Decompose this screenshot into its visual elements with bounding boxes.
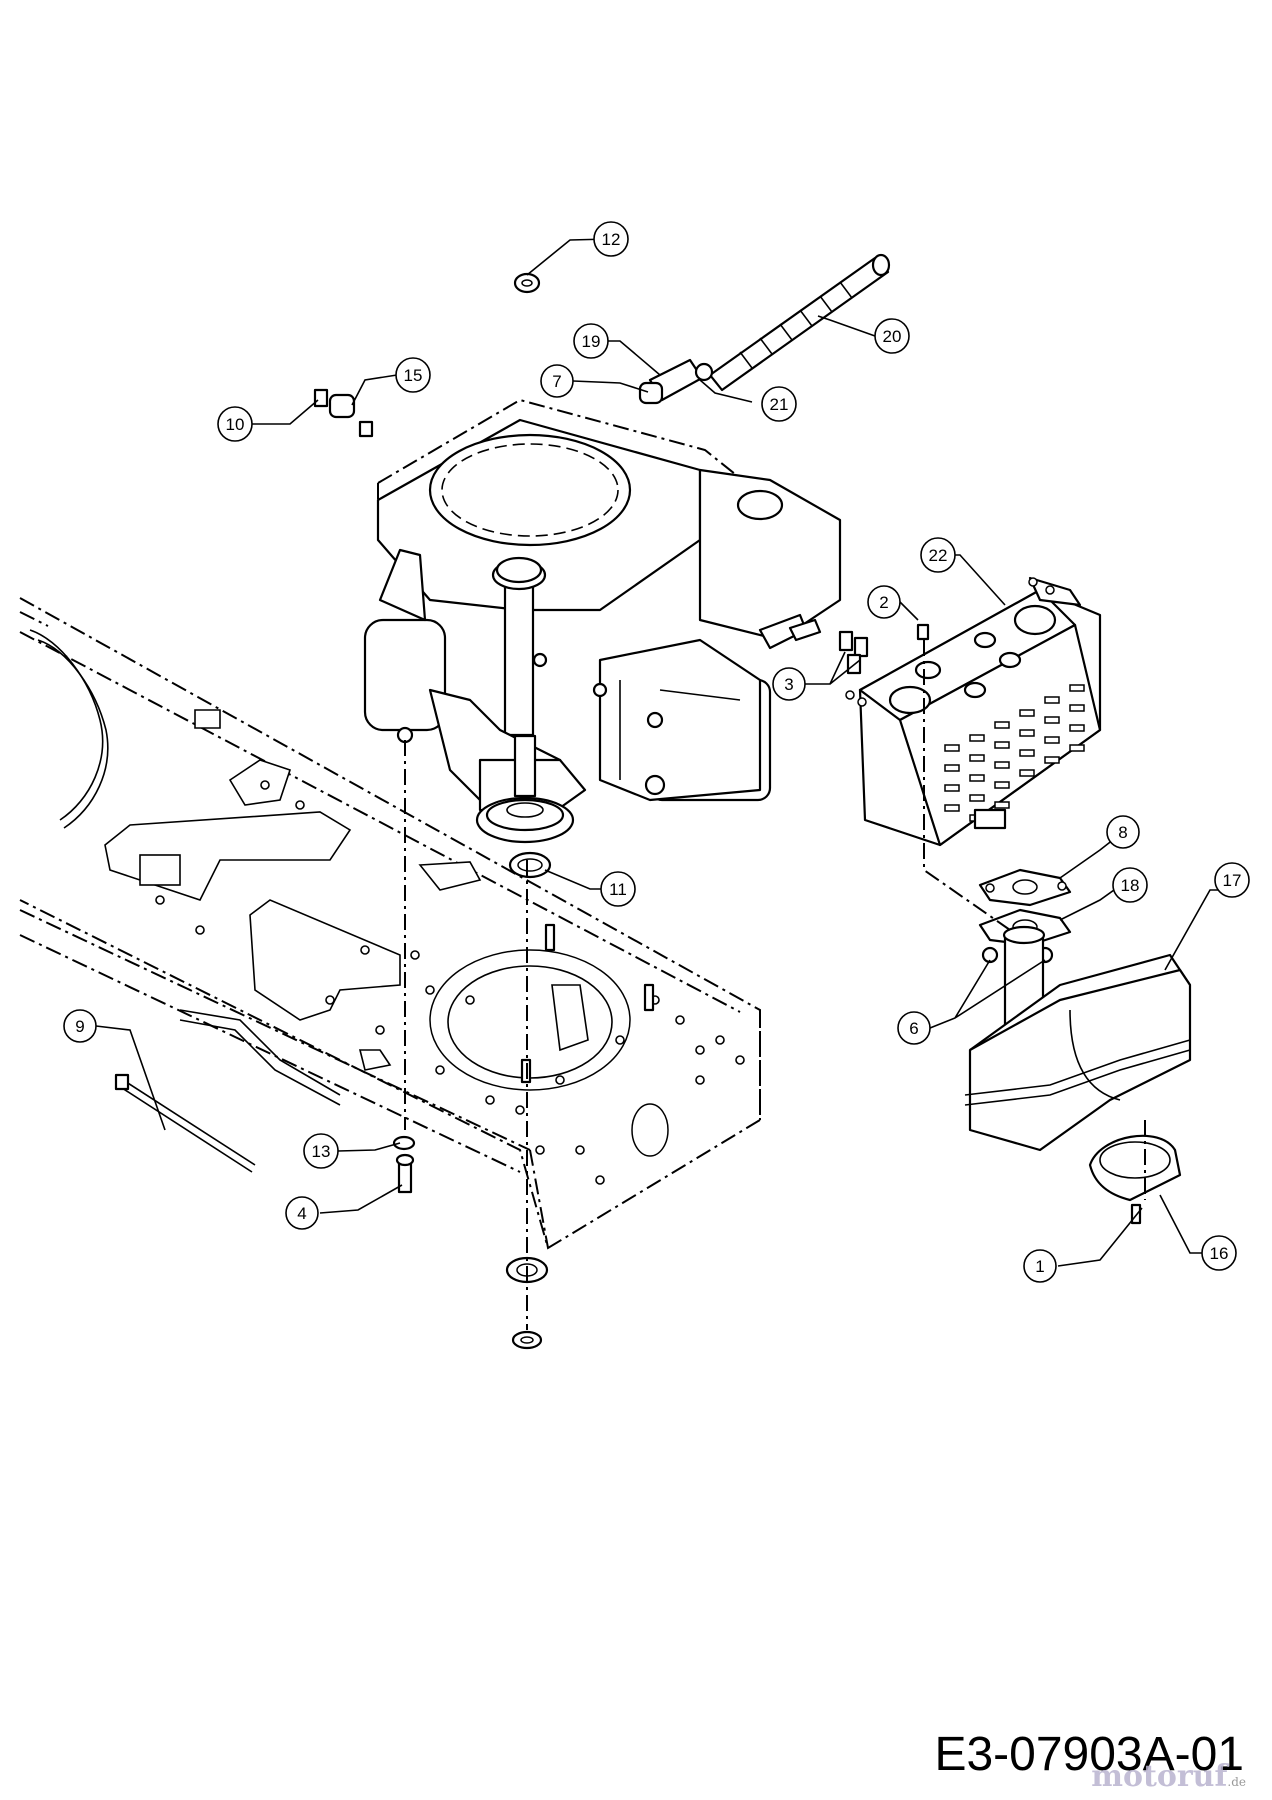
callout-22: 22 — [920, 537, 956, 573]
svg-text:1: 1 — [1035, 1257, 1044, 1276]
callout-9: 9 — [63, 1009, 97, 1043]
svg-text:17: 17 — [1223, 871, 1242, 890]
callout-15: 15 — [395, 357, 431, 393]
svg-text:13: 13 — [312, 1142, 331, 1161]
drawing-number: E3-07903A-01 — [934, 1728, 1244, 1781]
svg-text:22: 22 — [929, 546, 948, 565]
svg-text:10: 10 — [226, 415, 245, 434]
callout-11: 11 — [600, 871, 636, 907]
callout-2: 2 — [867, 585, 901, 619]
svg-text:7: 7 — [552, 372, 561, 391]
watermark-suffix: .de — [1227, 1775, 1246, 1789]
callout-17: 17 — [1214, 862, 1250, 898]
assembly-centerlines — [404, 640, 1146, 1330]
callout-4: 4 — [285, 1196, 319, 1230]
callout-13: 13 — [303, 1133, 339, 1169]
svg-text:16: 16 — [1210, 1244, 1229, 1263]
callout-21: 21 — [761, 386, 797, 422]
svg-text:19: 19 — [582, 332, 601, 351]
svg-text:4: 4 — [297, 1204, 306, 1223]
guard-bolts — [838, 623, 930, 707]
svg-text:20: 20 — [883, 327, 902, 346]
callout-16: 16 — [1201, 1235, 1237, 1271]
svg-text:18: 18 — [1121, 876, 1140, 895]
svg-text:3: 3 — [784, 675, 793, 694]
callout-1: 1 — [1023, 1249, 1057, 1283]
callout-3: 3 — [772, 667, 806, 701]
watermark-text: motoruf — [1091, 1759, 1228, 1794]
svg-text:9: 9 — [75, 1017, 84, 1036]
engine — [363, 398, 842, 844]
callout-10: 10 — [217, 406, 253, 442]
svg-text:21: 21 — [770, 395, 789, 414]
svg-text:15: 15 — [404, 366, 423, 385]
svg-text:12: 12 — [602, 230, 621, 249]
spark-deflector — [1088, 1134, 1182, 1225]
watermark-logo: motoruf.de — [1091, 1759, 1246, 1794]
callout-19: 19 — [573, 323, 609, 359]
svg-text:8: 8 — [1118, 823, 1127, 842]
callout-20: 20 — [874, 318, 910, 354]
chassis-frame — [19, 597, 761, 1250]
callout-8: 8 — [1106, 815, 1140, 849]
muffler — [964, 925, 1192, 1152]
callout-18: 18 — [1112, 867, 1148, 903]
fuel-line-parts — [313, 253, 891, 438]
svg-text:2: 2 — [879, 593, 888, 612]
callout-6: 6 — [897, 1011, 931, 1045]
callout-7: 7 — [540, 364, 574, 398]
callout-12: 12 — [593, 221, 629, 257]
muffler-guard — [858, 576, 1102, 847]
svg-text:6: 6 — [909, 1019, 918, 1038]
svg-text:11: 11 — [609, 880, 627, 899]
